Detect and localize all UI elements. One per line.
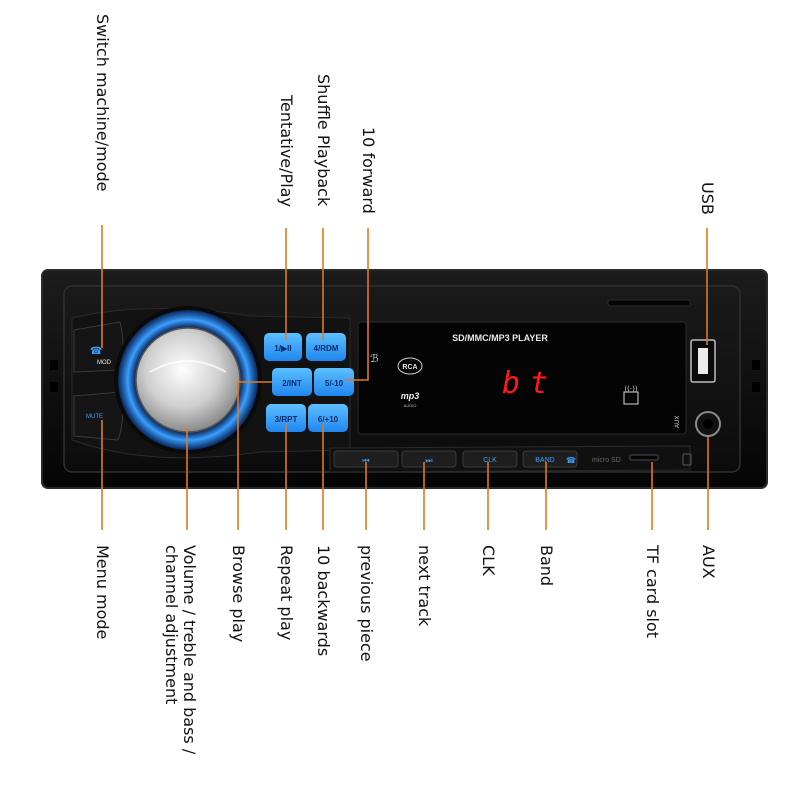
callout-volume-line1: Volume / treble and bass / <box>180 545 199 755</box>
band-button[interactable]: BAND ☎ <box>522 450 578 468</box>
aux-jack[interactable]: AUX <box>675 411 721 437</box>
right-notch-bottom <box>752 382 760 392</box>
callout-tf-card-slot: TF card slot <box>643 544 662 638</box>
leader-browse-play <box>237 381 272 530</box>
callout-ten-forward: 10 forward <box>359 127 378 214</box>
preset-button-3[interactable]: 3/RPT <box>266 404 306 432</box>
microsd-slot[interactable]: micro SD <box>592 453 692 466</box>
bluetooth-call-icon: ((·)) <box>623 385 639 405</box>
callout-volume-line2: channel adjustment <box>162 545 181 704</box>
callout-tentative-play: Tentative/Play <box>277 94 296 207</box>
leader-lines <box>101 225 709 530</box>
callout-ten-backwards: 10 backwards <box>314 545 333 656</box>
callout-shuffle-playback: Shuffle Playback <box>314 74 333 207</box>
leader-ten-forward <box>345 228 369 381</box>
callout-menu-mode: Menu mode <box>93 545 112 639</box>
svg-text:AUDIO: AUDIO <box>404 403 417 408</box>
preset-button-1[interactable]: 1/▶II <box>264 333 302 361</box>
callout-labels-top: Switch machine/mode Tentative/Play Shuff… <box>93 14 717 215</box>
preset-button-5-label: 5/-10 <box>325 379 344 388</box>
left-notch-bottom <box>50 382 58 392</box>
callout-previous-piece: previous piece <box>357 545 376 662</box>
svg-text:RCA: RCA <box>402 364 417 371</box>
volume-knob[interactable] <box>114 306 262 454</box>
phone-answer-icon: ☎ <box>566 456 576 465</box>
preset-button-2-label: 2/INT <box>282 379 302 388</box>
preset-button-5[interactable]: 5/-10 <box>314 368 354 396</box>
next-button[interactable]: ⏭ <box>401 450 457 468</box>
display-title: SD/MMC/MP3 PLAYER <box>452 333 548 343</box>
callout-band: Band <box>537 545 556 586</box>
clk-button-label: CLK <box>483 457 497 464</box>
mod-button-label: MOD <box>97 360 112 366</box>
rca-logo: RCA <box>397 357 423 375</box>
preset-button-2[interactable]: 2/INT <box>272 368 312 396</box>
preset-button-6[interactable]: 6/+10 <box>308 404 348 432</box>
knob-metal-cap <box>135 327 241 433</box>
callout-clk: CLK <box>479 545 498 576</box>
microsd-slot-label: micro SD <box>592 457 621 464</box>
callout-switch-mode: Switch machine/mode <box>93 14 112 192</box>
callout-usb: USB <box>698 182 717 215</box>
mute-button-label: MUTE <box>86 414 103 420</box>
phone-icon: ☎ <box>90 346 102 357</box>
preset-button-1-label: 1/▶II <box>274 344 291 353</box>
callout-browse-play: Browse play <box>229 545 248 642</box>
preset-button-6-label: 6/+10 <box>318 415 339 424</box>
callout-labels-bottom: Menu mode Volume / treble and bass / cha… <box>93 544 718 755</box>
aux-port-label: AUX <box>675 416 681 428</box>
display-readout: bt <box>502 366 558 401</box>
right-notch-top <box>752 360 760 370</box>
mute-button[interactable]: MUTE <box>73 391 124 441</box>
svg-text:mp3: mp3 <box>401 391 420 401</box>
callout-aux: AUX <box>699 545 718 579</box>
callout-next-track: next track <box>415 545 434 627</box>
next-icon: ⏭ <box>425 456 432 465</box>
callout-repeat-play: Repeat play <box>277 545 296 640</box>
preset-button-4[interactable]: 4/RDM <box>306 333 346 361</box>
preset-button-4-label: 4/RDM <box>314 344 339 353</box>
mp3-logo: mp3 AUDIO <box>401 391 420 408</box>
band-button-label: BAND <box>535 457 554 464</box>
top-cd-slot <box>607 299 691 307</box>
display-window: SD/MMC/MP3 PLAYER ℬ RCA mp3 AUDIO bt ((·… <box>357 321 687 435</box>
preset-button-3-label: 3/RPT <box>275 415 298 424</box>
svg-text:((·)): ((·)) <box>624 385 637 393</box>
clk-button[interactable]: CLK <box>462 450 518 468</box>
usb-port[interactable] <box>690 339 716 383</box>
car-stereo-unit: ☎ MOD MUTE 1/▶II 4/RDM 2/INT <box>41 269 768 489</box>
sd-card-icon <box>682 453 692 466</box>
left-notch-top <box>50 360 58 370</box>
previous-button[interactable]: ⏮ <box>333 450 399 468</box>
previous-icon: ⏮ <box>362 456 369 465</box>
bluetooth-icon: ℬ <box>370 352 379 365</box>
